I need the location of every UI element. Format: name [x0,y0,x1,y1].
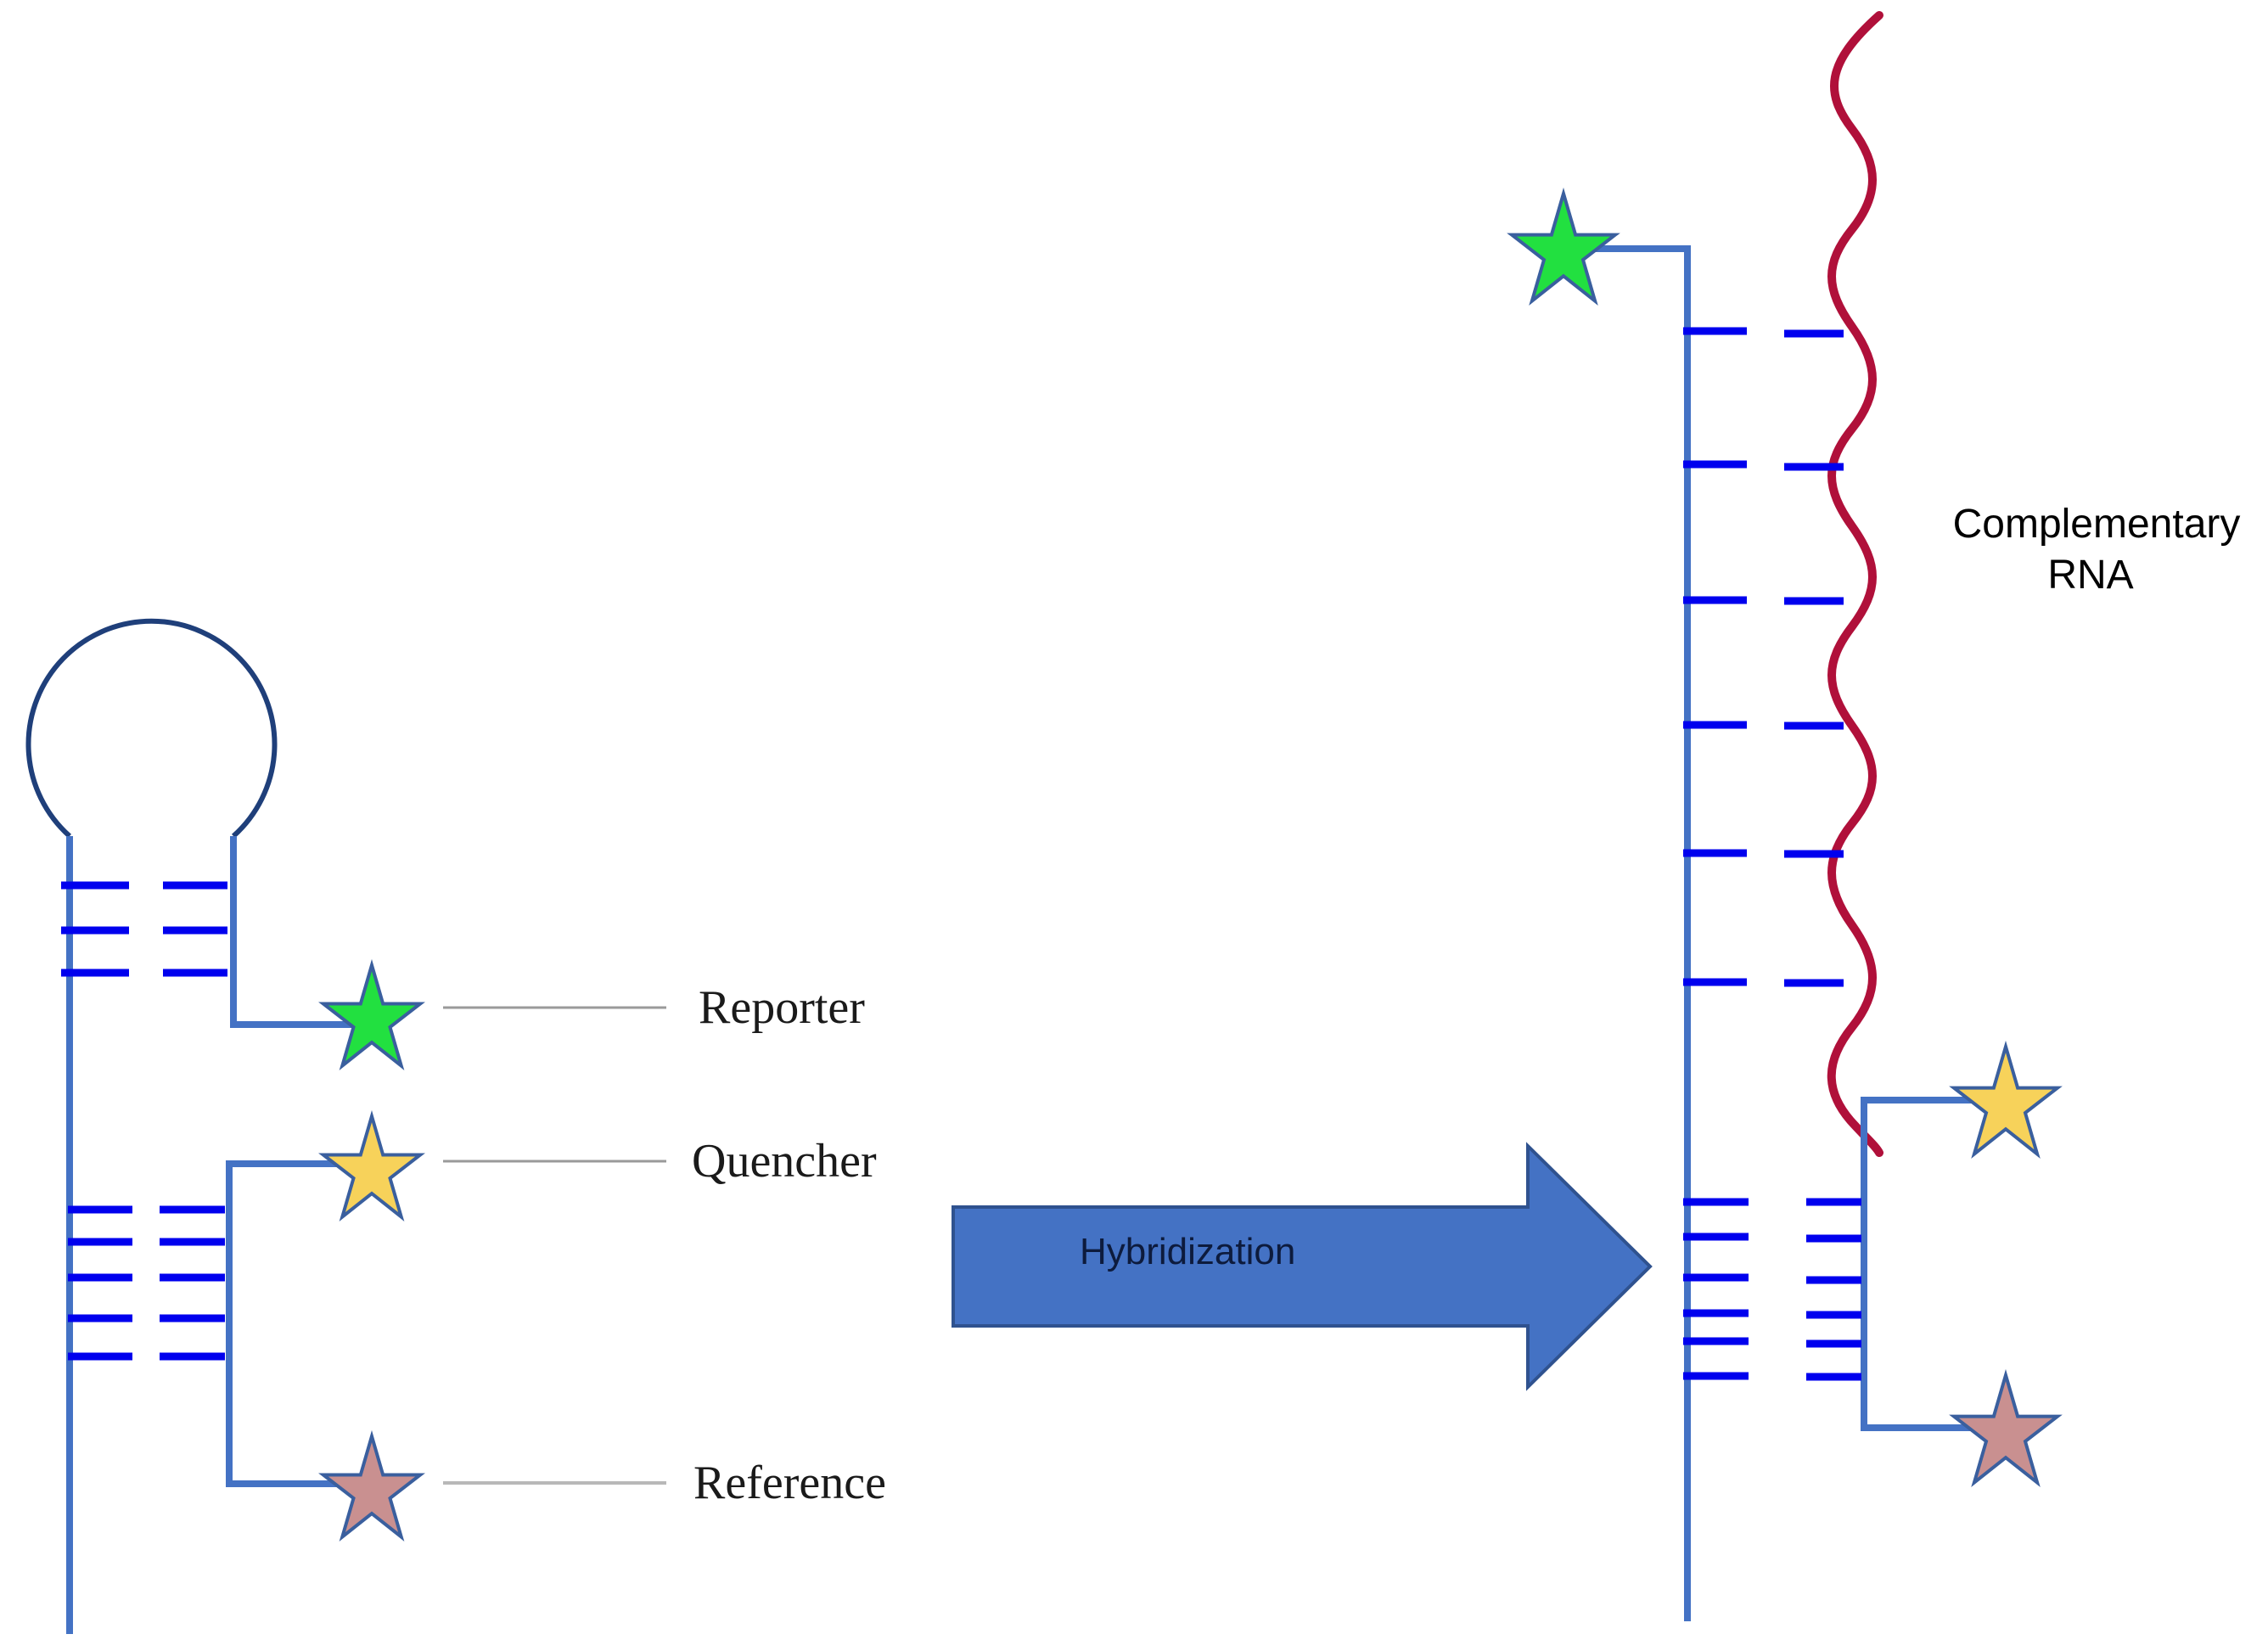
reference-label: Reference [693,1457,886,1509]
quencher-label: Quencher [692,1135,877,1188]
complementary-rna-label-line1: Complementary [1953,502,2241,547]
reference-star-icon [318,1429,425,1541]
hairpin-loop [25,618,278,839]
reporter-star-icon [318,958,425,1070]
reporter-star-icon-bound [1507,187,1620,306]
probe-main-strand [1587,245,1691,1621]
hybridization-label: Hybridization [1080,1231,1295,1272]
released-base-pairs [1683,1198,1861,1381]
hairpin-beacon: Reporter Quencher Reference [25,618,886,1634]
quencher-star-icon-released [1949,1040,2063,1160]
released-strand [1861,1097,1984,1431]
stem-base-pairs-upper [61,881,227,977]
complementary-rna-strand [1827,11,1883,1157]
complementary-rna-label-line2: RNA [2047,553,2133,598]
reporter-label: Reporter [699,981,865,1034]
arrow-shape [952,1142,1653,1391]
hybridized-beacon: Complementary RNA [1507,11,2241,1621]
reference-star-icon-released [1949,1368,2063,1488]
quencher-star-icon [318,1109,425,1221]
stem-base-pairs-lower [68,1205,225,1361]
hairpin-right-strand-upper [230,836,352,1028]
rna-base-pairs [1683,327,1844,987]
hybridization-arrow: Hybridization [952,1142,1653,1391]
quencher-reference-strand [226,1160,352,1487]
